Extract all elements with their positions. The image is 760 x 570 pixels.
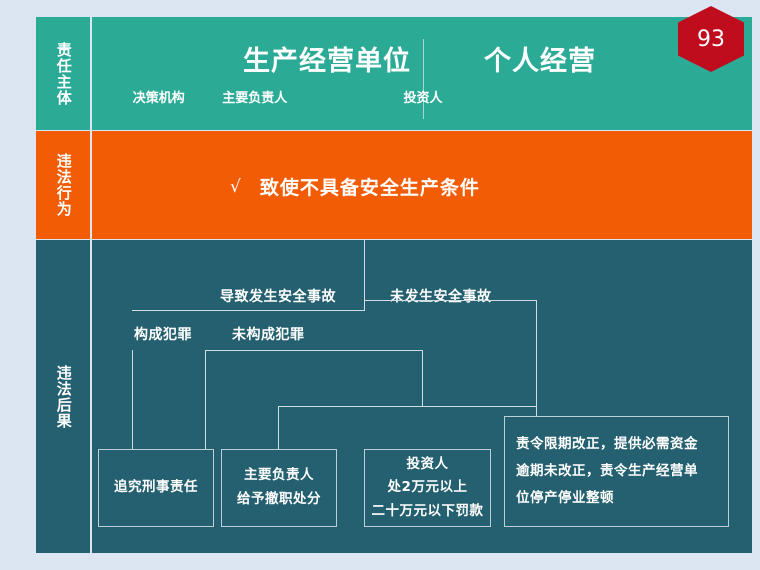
outcome-line: 位停产停业整顿: [516, 490, 614, 506]
outcome-box-rectify: 责令限期改正，提供必需资金 逾期未改正，责令生产经营单 位停产停业整顿: [504, 416, 729, 527]
subject-sub-investor: 投资人: [328, 87, 518, 106]
outcome-line: 投资人: [406, 455, 449, 472]
act-statement-text: 致使不具备安全生产条件: [259, 177, 480, 199]
consequence-tree: 导致发生安全事故 未发生安全事故 构成犯罪 未构成犯罪 追究刑事责任: [92, 240, 752, 553]
act-panel: √ 致使不具备安全生产条件: [92, 131, 752, 239]
tree-line-investor-right-drop: [536, 406, 537, 416]
branch-label-no-crime: 未构成犯罪: [232, 327, 305, 343]
tree-line-no-crime-right-drop: [422, 350, 423, 406]
outcome-line: 追究刑事责任: [114, 479, 198, 496]
subject-subtitles: 决策机构 主要负责人 投资人: [92, 87, 752, 106]
result-panel: 导致发生安全事故 未发生安全事故 构成犯罪 未构成犯罪 追究刑事责任: [92, 240, 752, 553]
row-label-subject-text: 责任主体: [54, 41, 73, 106]
page-number-text: 93: [697, 26, 725, 52]
subject-sub-principal: 主要负责人: [222, 91, 288, 106]
tree-line-accident-stem: [364, 300, 365, 310]
act-statement: √ 致使不具备安全生产条件: [230, 173, 480, 200]
tree-line-investor-drop: [278, 406, 279, 449]
branch-label-crime: 构成犯罪: [134, 327, 192, 343]
tree-line-no-crime-left-drop: [205, 350, 206, 449]
outcome-line: 主要负责人: [244, 467, 314, 484]
branch-label-no-accident: 未发生安全事故: [390, 289, 492, 305]
outcome-line: 处2万元以上: [387, 479, 468, 496]
outcome-box-investor: 投资人 处2万元以上 二十万元以下罚款: [364, 449, 491, 527]
subject-subs-individual: 投资人: [328, 87, 518, 106]
subject-panel: 生产经营单位 个人经营 决策机构 主要负责人 投资人: [92, 17, 752, 130]
tree-line-investor-bar: [278, 406, 537, 407]
outcome-box-principal: 主要负责人 给予撤职处分: [221, 449, 337, 527]
tree-line-no-crime-bar: [205, 350, 423, 351]
row-label-act: 违法行为: [36, 131, 90, 239]
tree-line-no-accident-drop: [536, 300, 537, 406]
outcome-line: 二十万元以下罚款: [371, 502, 484, 519]
outcome-line: 责令限期改正，提供必需资金: [516, 436, 698, 452]
check-icon: √: [230, 176, 241, 197]
row-label-result: 违法后果: [36, 240, 90, 553]
outcome-line: 逾期未改正，责令生产经营单: [516, 463, 698, 479]
outcome-line: 给予撤职处分: [237, 491, 321, 507]
row-label-act-text: 违法行为: [54, 153, 73, 217]
page-number-badge: 93: [678, 6, 744, 72]
subject-subs-entity: 决策机构 主要负责人: [92, 87, 328, 106]
subject-sub-decision: 决策机构: [132, 91, 185, 106]
subject-column-divider: [423, 39, 424, 119]
row-label-result-text: 违法后果: [54, 364, 73, 429]
tree-line-no-accident-bar: [364, 300, 537, 301]
tree-line-crime-drop: [132, 350, 133, 449]
subject-title-entity: 生产经营单位: [243, 46, 411, 77]
branch-label-accident: 导致发生安全事故: [220, 289, 336, 305]
row-label-subject: 责任主体: [36, 17, 90, 130]
subject-titles: 生产经营单位 个人经营: [92, 39, 752, 78]
subject-title-individual: 个人经营: [484, 46, 596, 77]
tree-line-top-divider: [364, 240, 365, 300]
outcome-box-criminal: 追究刑事责任: [98, 449, 214, 527]
tree-line-accident-bar: [132, 310, 365, 311]
